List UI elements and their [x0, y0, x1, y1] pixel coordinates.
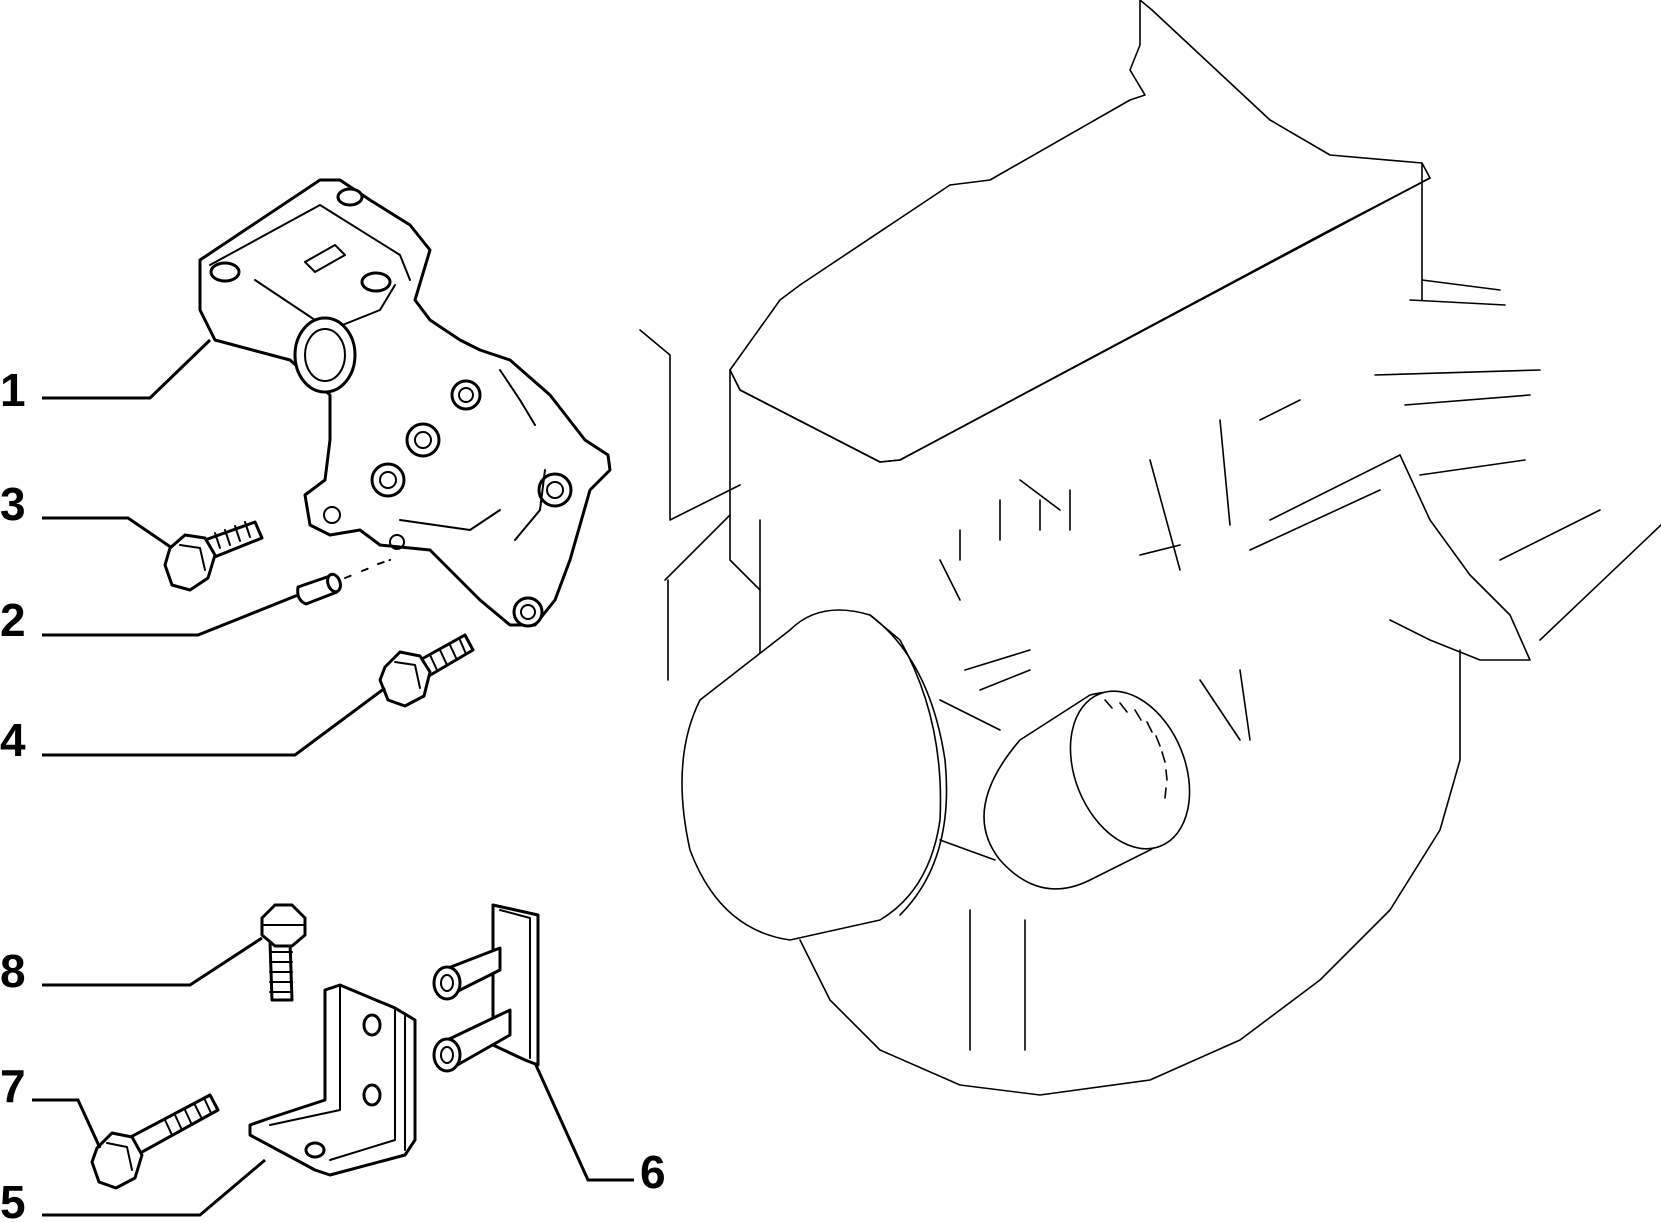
- callout-label-8: 8: [0, 945, 26, 997]
- callout-label-6: 6: [640, 1146, 666, 1198]
- angle-bracket: [248, 983, 417, 1177]
- callout-label-3: 3: [0, 478, 26, 530]
- leader-6: [533, 1062, 634, 1182]
- bolt-3: [163, 520, 264, 592]
- stud-plate: [432, 903, 540, 1073]
- bolt-8: [260, 903, 307, 1002]
- bolt-4: [378, 633, 475, 708]
- callout-label-2: 2: [0, 594, 26, 646]
- dowel-pin: [296, 559, 391, 606]
- leader-8: [42, 936, 263, 987]
- leader-7: [32, 1098, 102, 1149]
- leader-5: [42, 1158, 266, 1217]
- leader-3: [42, 516, 173, 550]
- callout-labels: 1 3 2 4 8 7 5 6: [0, 364, 666, 1222]
- engine-support-bracket: [198, 178, 612, 628]
- callout-label-5: 5: [0, 1176, 26, 1222]
- callout-label-4: 4: [0, 714, 26, 766]
- leader-2: [42, 593, 299, 637]
- callout-label-7: 7: [0, 1060, 26, 1112]
- leader-1: [42, 338, 212, 400]
- callout-label-1: 1: [0, 364, 26, 416]
- leader-lines: [32, 338, 634, 1217]
- leader-4: [42, 686, 386, 757]
- bolt-7: [90, 1093, 220, 1190]
- engine-block: [639, 0, 1661, 1096]
